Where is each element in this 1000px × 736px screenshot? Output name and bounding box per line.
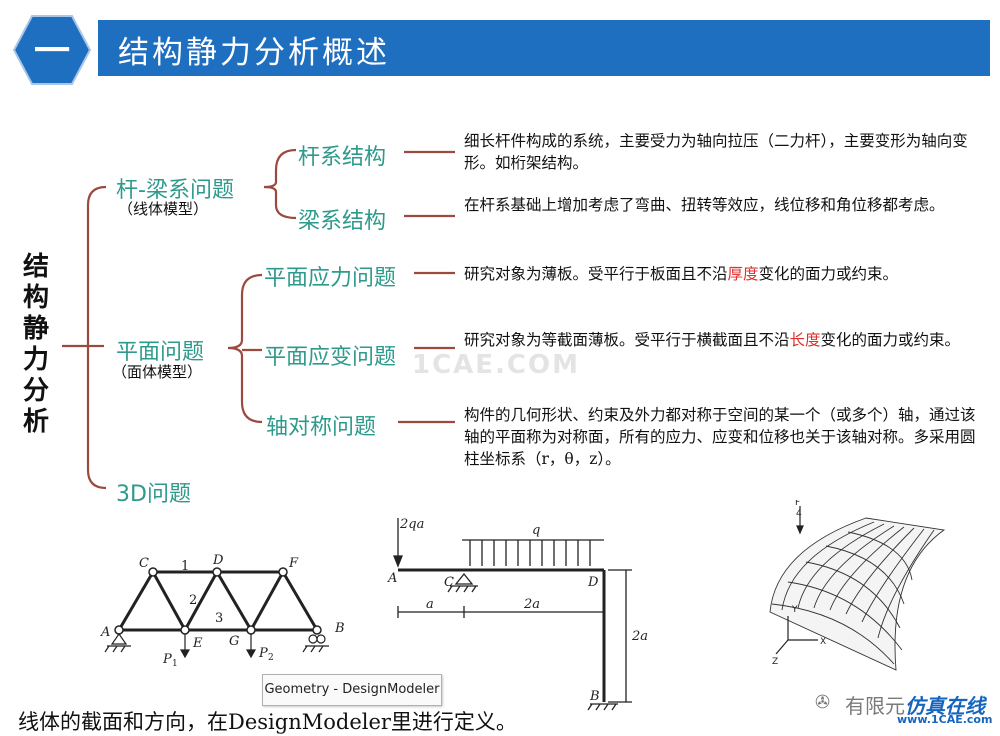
desc-plane-strain-post: 变化的面力或约束。 xyxy=(820,331,961,349)
subcat-axisymmetric: 轴对称问题 xyxy=(266,415,377,440)
truss-label-P1-sub: 1 xyxy=(172,659,178,669)
shell-axis-X: X xyxy=(820,637,826,647)
truss-label-F: F xyxy=(288,556,299,571)
frame-label-D: D xyxy=(587,575,599,590)
truss-label-P2: P xyxy=(258,646,268,661)
truss-figure: C D F A B E G P P 1 2 1 2 3 xyxy=(100,553,345,669)
bracket-lines xyxy=(62,148,455,490)
subcat-plane-strain: 平面应变问题 xyxy=(264,345,397,370)
frame-label-C: C xyxy=(444,575,454,590)
subcat-plane-stress: 平面应力问题 xyxy=(264,266,397,291)
watermark: 1CAE.COM xyxy=(412,350,580,380)
truss-label-P2-sub: 2 xyxy=(268,653,274,663)
desc-axisymmetric: 构件的几何形状、约束及外力都对称于空间的某一个（或多个）轴，通过该轴的平面称为对… xyxy=(464,406,976,468)
frame-figure: 2qa q A C D B a 2a 2a xyxy=(387,517,648,711)
truss-label-C: C xyxy=(139,556,149,571)
brand-text-2: 仿真在线 xyxy=(905,694,985,718)
frame-dim-2a: 2a xyxy=(523,597,540,612)
wechat-icon: ✇ xyxy=(815,692,831,713)
truss-label-E: E xyxy=(192,636,203,651)
desc-beam: 在杆系基础上增加考虑了弯曲、扭转等效应，线位移和角位移都考虑。 xyxy=(464,196,945,214)
footer-text: 线体的截面和方向，在DesignModeler里进行定义。 xyxy=(18,710,517,734)
category-3d: 3D问题 xyxy=(116,482,191,507)
truss-label-G: G xyxy=(229,634,239,649)
desc-plane-stress: 研究对象为薄板。受平行于板面且不沿厚度变化的面力或约束。 xyxy=(464,263,984,285)
truss-label-A: A xyxy=(100,625,110,640)
desc-plane-stress-post: 变化的面力或约束。 xyxy=(758,265,899,283)
page-title: 结构静力分析概述 xyxy=(118,35,390,71)
truss-member-2: 2 xyxy=(189,593,197,608)
header-hexagon xyxy=(12,15,92,85)
shell-force-F: F xyxy=(795,500,800,508)
shell-figure: F 4 Y X Z xyxy=(769,500,946,671)
brand-text-1: 有限元 xyxy=(845,694,905,718)
category-plane-sub: （面体模型） xyxy=(112,363,203,381)
desc-plane-strain: 研究对象为等截面薄板。受平行于横截面且不沿长度变化的面力或约束。 xyxy=(464,329,984,351)
truss-member-1: 1 xyxy=(181,559,189,574)
truss-label-P1: P xyxy=(162,652,172,667)
truss-label-D: D xyxy=(212,553,224,568)
desc-plane-stress-pre: 研究对象为薄板。受平行于板面且不沿 xyxy=(464,265,728,283)
desc-plane-strain-pre: 研究对象为等截面薄板。受平行于横截面且不沿 xyxy=(464,331,790,349)
category-bar-beam: 杆-梁系问题 xyxy=(116,178,234,203)
frame-load-q: q xyxy=(532,523,540,538)
category-bar-beam-sub: （线体模型） xyxy=(118,200,209,218)
title-bar xyxy=(98,20,990,76)
frame-label-A: A xyxy=(387,571,397,586)
desc-plane-strain-highlight: 长度 xyxy=(789,331,821,349)
desc-truss: 细长杆件构成的系统，主要受力为轴向拉压（二力杆），主要变形为轴向变形。如桁架结构… xyxy=(464,132,968,172)
brand-mark: 有限元仿真在线 xyxy=(845,690,985,719)
brand-url: www.1CAE.com xyxy=(897,713,993,726)
shell-force-denominator: 4 xyxy=(796,509,802,519)
shell-axis-Z: Z xyxy=(772,657,778,667)
subcat-truss: 杆系结构 xyxy=(298,145,387,170)
main-category: 结 构 静 力 分 析 xyxy=(22,252,49,437)
frame-dim-a: a xyxy=(426,597,434,612)
truss-label-B: B xyxy=(334,621,345,636)
desc-plane-stress-highlight: 厚度 xyxy=(727,265,759,283)
frame-dim-vertical-2a: 2a xyxy=(631,629,648,644)
header-number: 一 xyxy=(33,31,70,72)
shell-axis-Y: Y xyxy=(791,605,798,615)
frame-label-B: B xyxy=(589,689,600,704)
frame-load-2qa: 2qa xyxy=(399,517,424,532)
subcat-beam: 梁系结构 xyxy=(298,209,387,234)
truss-member-3: 3 xyxy=(215,611,223,626)
category-plane: 平面问题 xyxy=(116,340,205,365)
designmodeler-caption: Geometry - DesignModeler xyxy=(262,674,442,706)
